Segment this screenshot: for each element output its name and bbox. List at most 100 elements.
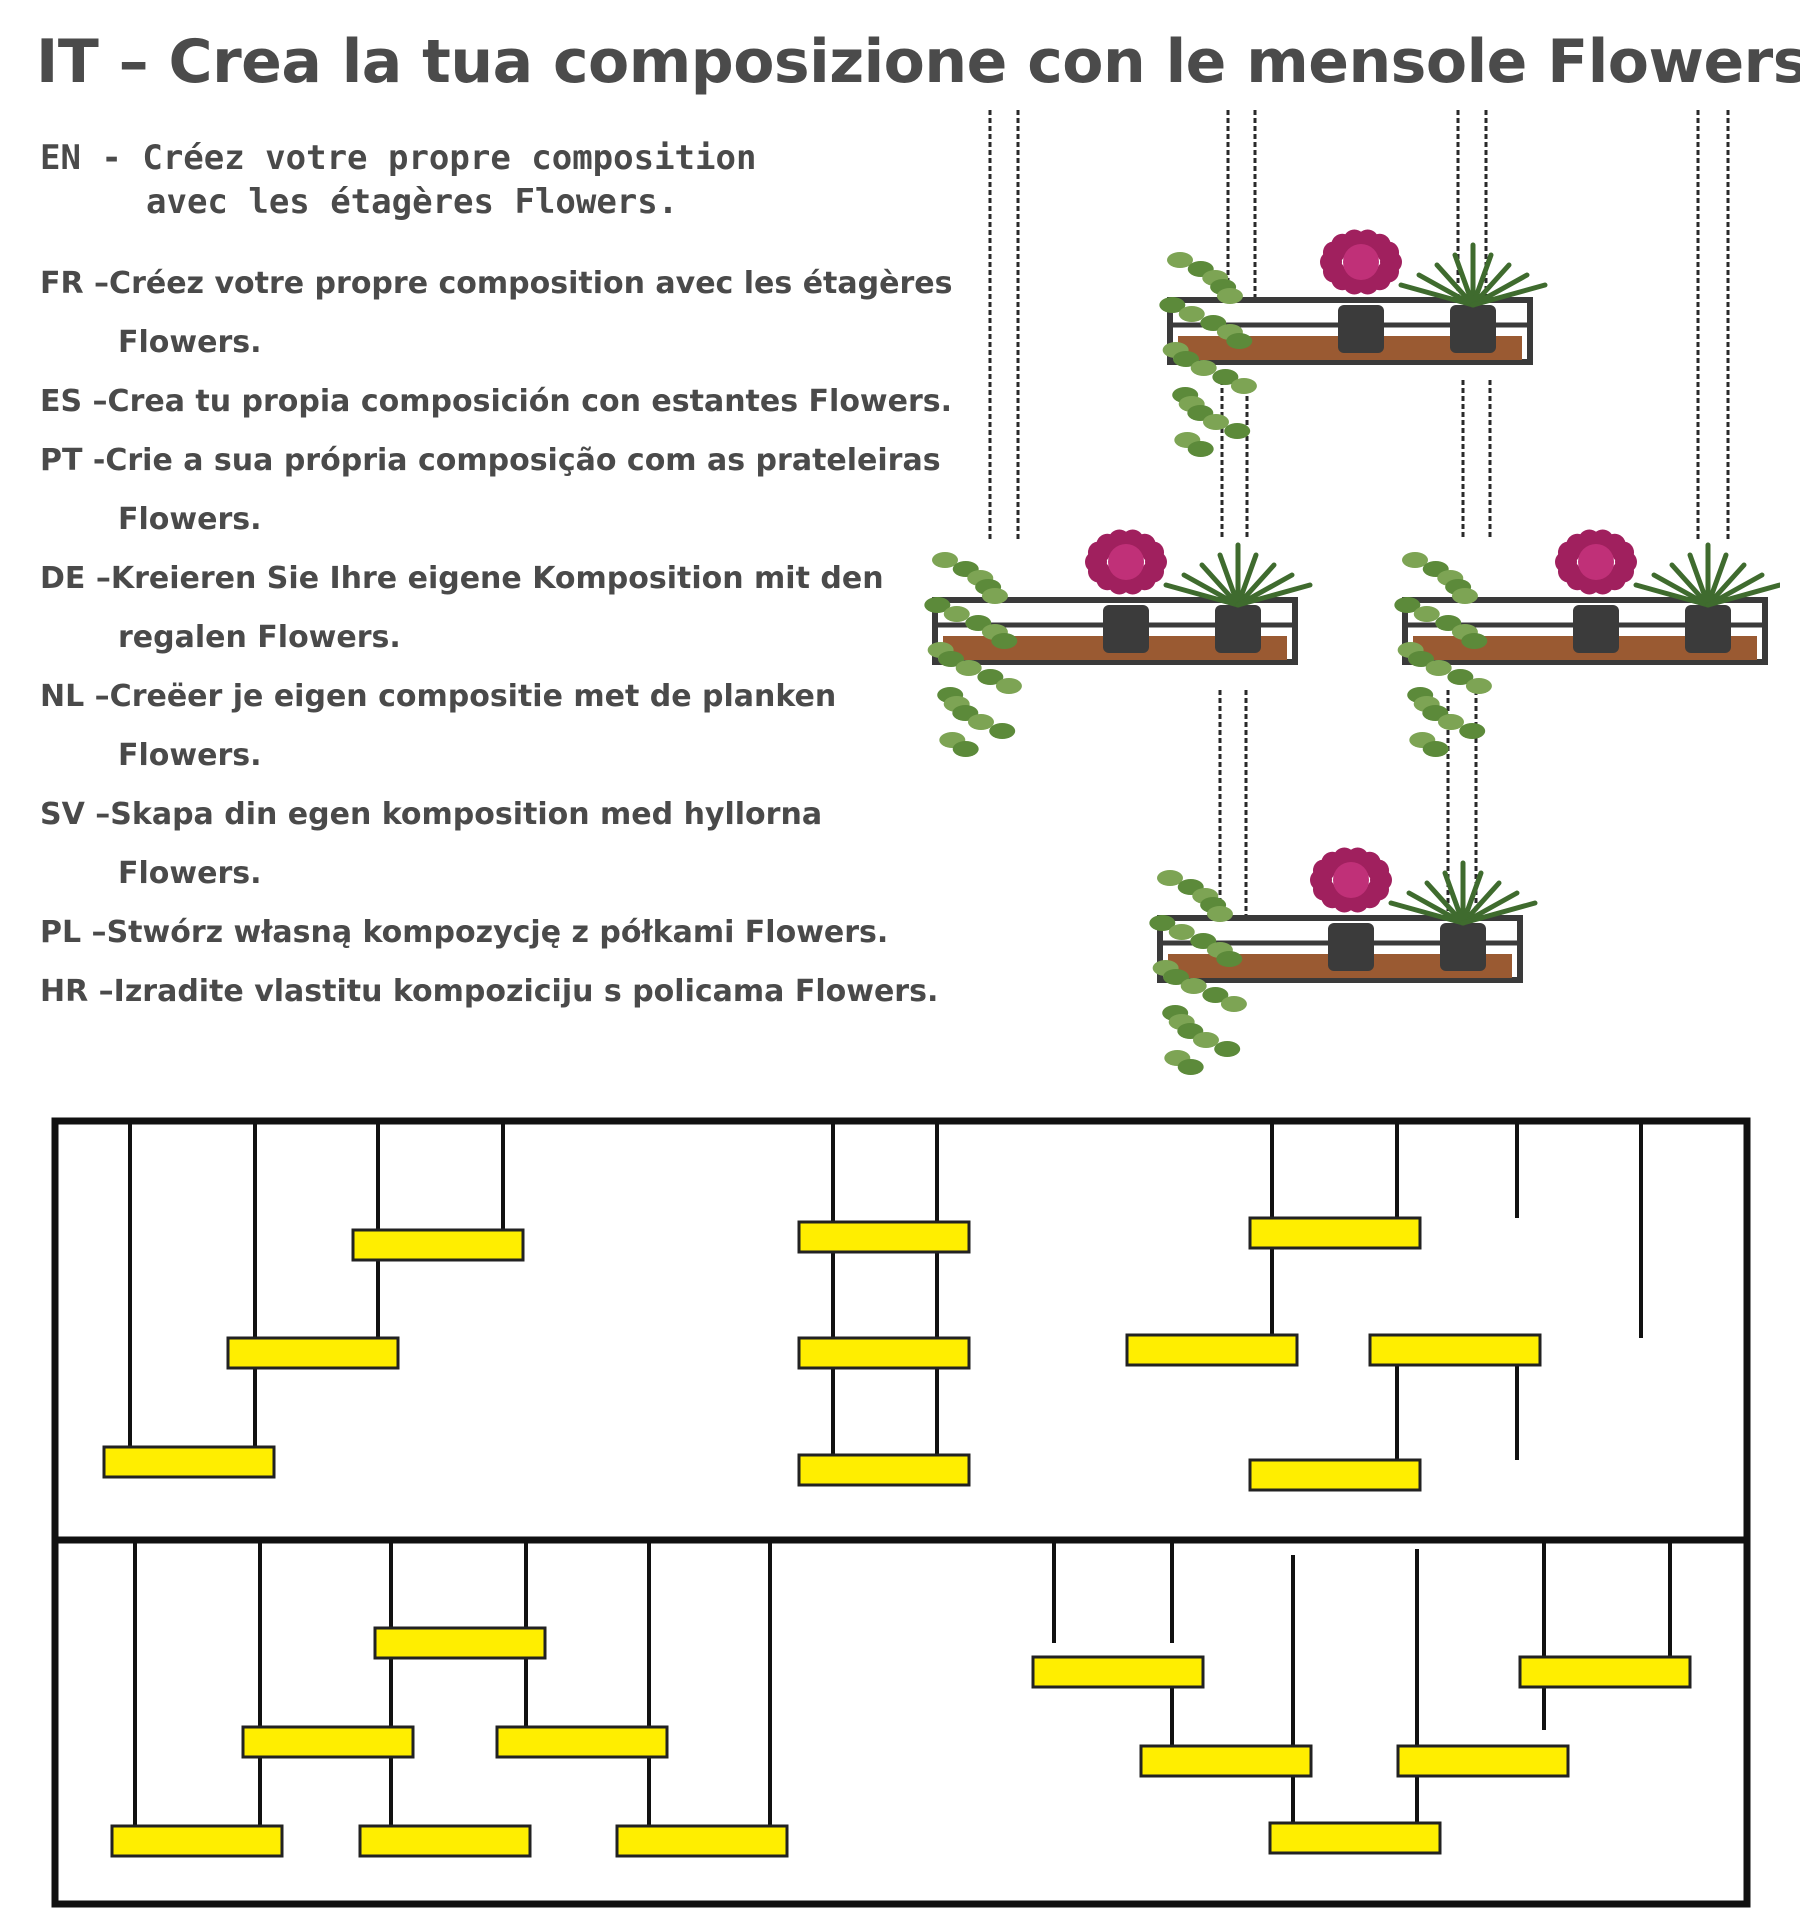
lang-pt: PT - Crie a sua própria composição com a… [40,431,941,549]
flower-blossom [1612,541,1635,564]
ivy-leaf [1168,924,1195,940]
ivy-leaf [1190,933,1217,949]
ivy-leaf [1212,369,1239,385]
ivy-leaf [943,606,970,622]
flower-pot [1573,605,1619,653]
ivy-leaf [1149,915,1176,931]
succulent-leaf [1470,252,1494,308]
succulent-leaf [1687,552,1711,608]
succulent-leaf [1398,282,1476,308]
succulent-leaf [1235,552,1259,608]
english-heading-line-2: avec les étagères Flowers. [146,182,679,222]
ivy-leaf [938,651,965,667]
yellow-shelf [102,1445,276,1479]
yellow-shelf [797,1453,971,1487]
yellow-shelf [241,1725,415,1759]
lang-sv: SV – Skapa din egen komposition med hyll… [40,785,940,903]
succulent-leaf [1406,890,1466,926]
succulent-leaf [1217,552,1241,608]
flower-blossom [1343,244,1379,280]
succulent-leaf [1452,252,1476,308]
ivy-leaf [1173,351,1200,367]
ivy-leaf [1447,669,1474,685]
succulent-leaf [1460,870,1484,926]
lang-text-cont: regalen Flowers. [118,620,401,655]
ivy-leaf [1465,678,1492,694]
lang-code: PT - [40,443,106,478]
metal-frame [1167,297,1533,365]
english-heading-line-1: EN - Créez votre propre composition [40,138,757,178]
ivy-leaf [1230,378,1257,394]
succulent-leaf [1416,272,1476,308]
ivy-leaf [924,597,951,613]
yellow-shelf [797,1336,971,1370]
ivy-leaf [977,669,1004,685]
lang-pl: PL – Stwórz własną kompozycję z półkami … [40,903,940,962]
succulent-leaf [1705,562,1747,608]
composition-diagrams [51,1117,1751,1908]
lang-text: Izradite vlastitu kompoziciju s policama… [113,974,939,1009]
ivy-leaf [1461,633,1488,649]
yellow-shelf [615,1824,789,1858]
ivy-leaf [1192,1032,1219,1048]
metal-frame [932,597,1298,665]
yellow-shelf [1268,1821,1442,1855]
ivy-leaf [1224,423,1251,439]
metal-frame [1157,915,1523,983]
yellow-shelf [110,1824,284,1858]
flower-blossom [1108,544,1144,580]
ivy-leaf [1220,996,1247,1012]
succulent-leaf [1199,562,1241,608]
lang-fr: FR – Créez votre propre composition avec… [40,254,952,372]
succulent-leaf [1460,880,1502,926]
yellow-shelf [373,1626,547,1660]
succulent-leaf [1460,900,1538,926]
lang-code: ES – [40,384,108,419]
succulent-leaf [1442,870,1466,926]
ivy-leaf [1425,660,1452,676]
ivy-leaf [1402,552,1428,568]
lang-text-cont: Flowers. [118,738,262,773]
yellow-shelf [351,1228,525,1262]
lang-text: Skapa din egen komposition med hyllorna [110,797,823,832]
diagram-frame [51,1117,1751,1908]
lang-text: Stwórz własną kompozycję z półkami Flowe… [106,915,889,950]
ivy-leaf [1202,987,1229,1003]
ivy-leaf [1451,588,1478,604]
succulent-leaf [1633,582,1711,608]
ivy-leaf [1167,252,1193,268]
ivy-leaf [1159,297,1186,313]
lang-text: Creëer je eigen compositie met de planke… [109,679,837,714]
yellow-shelf [1139,1744,1313,1778]
ivy-leaf [1157,870,1183,886]
yellow-shelf [1248,1216,1422,1250]
succulent-leaf [1705,552,1729,608]
lang-text: Kreieren Sie Ihre eigene Komposition mit… [110,561,884,596]
lang-code: SV – [40,797,111,832]
lang-code: HR – [40,974,114,1009]
succulent-leaf [1163,582,1241,608]
ivy-leaf [965,615,992,631]
ivy-leaf [1459,723,1486,739]
succulent-leaf [1470,282,1548,308]
yellow-shelf [1518,1655,1692,1689]
lang-hr: HR – Izradite vlastitu kompoziciju s pol… [40,962,940,1021]
ivy-leaf [1177,1059,1204,1075]
succulent-pot [1440,923,1486,971]
flower-blossom [1578,544,1614,580]
flower-blossom [1367,859,1390,882]
succulent-leaf [1651,572,1711,608]
flower-blossom [1333,862,1369,898]
ivy-leaf [995,678,1022,694]
lang-text-cont: Flowers. [118,325,262,360]
ivy-leaf [1422,741,1449,757]
succulent-leaf [1470,262,1512,308]
succulent-leaf [1434,262,1476,308]
yellow-shelf [1031,1655,1205,1689]
ivy-leaf [1216,951,1243,967]
lang-de: DE – Kreieren Sie Ihre eigene Kompositio… [40,549,940,667]
english-heading: EN - Créez votre propre composition avec… [40,136,756,224]
lang-code: DE – [40,561,111,596]
yellow-shelf [1248,1458,1422,1492]
ivy-leaf [1206,906,1233,922]
